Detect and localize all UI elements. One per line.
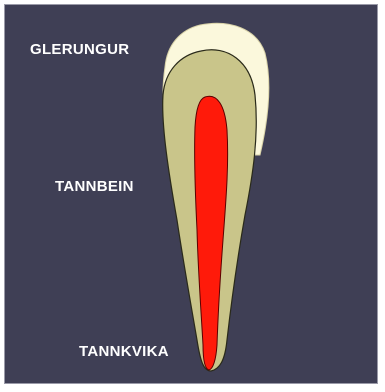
- label-enamel: GLERUNGUR: [30, 41, 129, 58]
- label-pulp: TANNKVIKA: [79, 343, 169, 360]
- diagram-panel: GLERUNGUR TANNBEIN TANNKVIKA: [4, 4, 378, 384]
- label-dentin: TANNBEIN: [55, 178, 134, 195]
